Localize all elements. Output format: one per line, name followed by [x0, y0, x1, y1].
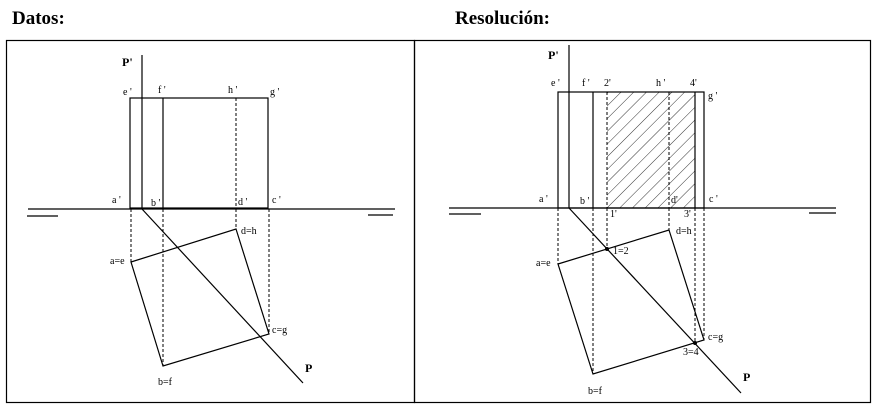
label-b-prime: b ' [151, 198, 161, 209]
label-f-prime: f ' [582, 78, 590, 89]
label-a-e: a=e [536, 258, 551, 269]
solution-panel: P' e ' f ' 2' h ' 4' g ' a ' b ' d' c ' … [449, 45, 836, 397]
label-b-prime: b ' [580, 196, 590, 207]
prism-elevation [129, 97, 269, 209]
label-d-h: d=h [241, 226, 257, 237]
label-f-prime: f ' [158, 85, 166, 96]
label-a-prime: a ' [112, 195, 121, 206]
label-g-prime: g ' [270, 87, 280, 98]
label-1-2: 1=2 [613, 246, 629, 257]
prism-elevation [557, 91, 705, 209]
title-solution: Resolución: [455, 8, 550, 29]
title-given: Datos: [12, 8, 65, 29]
intersection-point-1-2 [605, 247, 609, 251]
label-3-4: 3=4 [683, 347, 699, 358]
label-1-prime: 1' [610, 209, 617, 220]
label-c-g: c=g [708, 332, 723, 343]
label-d-prime: d' [671, 195, 678, 206]
plane-trace-horizontal [141, 208, 304, 384]
label-h-prime: h ' [228, 85, 238, 96]
label-d-prime: d ' [238, 197, 248, 208]
label-3-prime: 3' [684, 209, 691, 220]
label-c-prime: c ' [272, 195, 281, 206]
label-c-prime: c ' [709, 194, 718, 205]
given-panel: P' e ' f ' h ' g ' a ' b ' d ' c ' d=h a… [27, 55, 395, 388]
frame-solution [413, 39, 872, 404]
label-c-g: c=g [272, 325, 287, 336]
label-e-prime: e ' [551, 78, 560, 89]
intersection-point-3-4 [693, 341, 697, 345]
label-P: P [305, 361, 312, 375]
label-b-f: b=f [588, 386, 603, 397]
label-4-prime: 4' [690, 78, 697, 89]
plane-trace-horizontal [568, 207, 742, 394]
label-P: P [743, 370, 750, 384]
frame-given [5, 39, 416, 404]
label-P-prime: P' [122, 55, 133, 69]
label-e-prime: e ' [123, 87, 132, 98]
section-hatch [607, 92, 695, 208]
label-2-prime: 2' [604, 78, 611, 89]
label-h-prime: h ' [656, 78, 666, 89]
label-P-prime: P' [548, 48, 559, 62]
prism-plan [557, 229, 705, 375]
label-b-f: b=f [158, 377, 173, 388]
label-a-prime: a ' [539, 194, 548, 205]
label-a-e: a=e [110, 256, 125, 267]
label-d-h: d=h [676, 226, 692, 237]
prism-plan [130, 228, 270, 367]
label-g-prime: g ' [708, 91, 718, 102]
